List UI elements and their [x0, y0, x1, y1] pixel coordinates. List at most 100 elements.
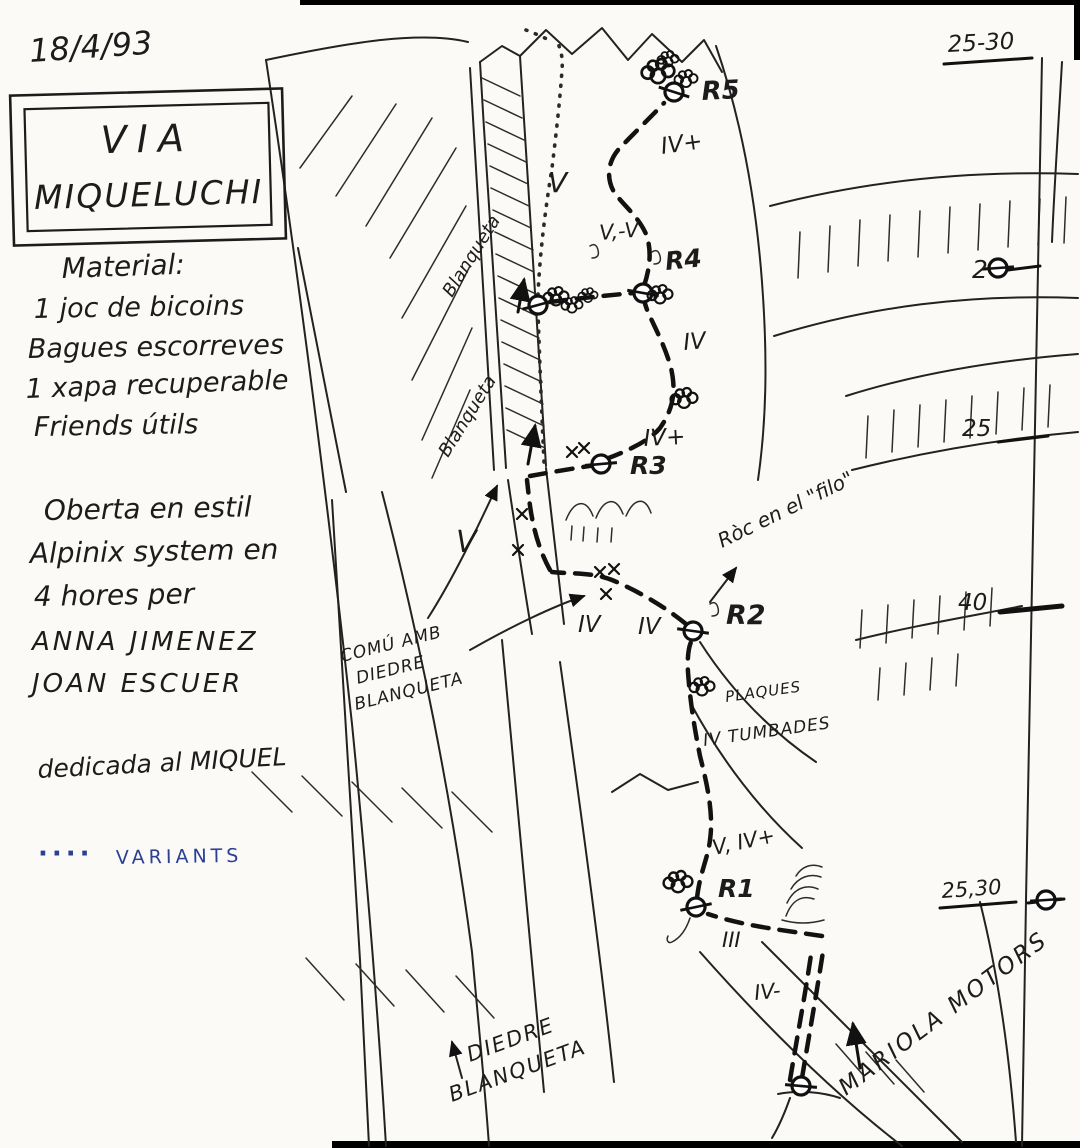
route-pitch3: [603, 293, 676, 462]
summit-jagged-line: [479, 27, 723, 73]
grade-traverse: III: [722, 928, 741, 952]
opening-line: Alpinix system en: [28, 533, 279, 570]
opener-name: ANNA JIMENEZ: [30, 627, 259, 657]
r1-hook-squiggle: [666, 917, 691, 944]
left-face-edge: [265, 59, 387, 1147]
rappel-tick-40: [997, 603, 1065, 615]
grade-p1: V, IV+: [710, 823, 777, 860]
variant-dihedral-lower: [536, 310, 546, 464]
rappel-mid: 25: [962, 416, 991, 442]
opener-name: JOAN ESCUER: [27, 669, 243, 699]
scan-edge-bottom: [332, 1141, 1080, 1148]
scan-edge-right: [1074, 0, 1080, 60]
belay-label-r4: R4: [664, 243, 703, 276]
route-pitch2-traverse: [549, 569, 689, 627]
opening-line: Oberta en estil: [44, 490, 253, 527]
title-box: VIA MIQUELUCHI: [8, 87, 288, 247]
blanqueta-upper-arrow: [509, 277, 531, 314]
anchor-icon-r2: [674, 618, 712, 644]
plaques-label: PLAQUES: [724, 677, 802, 705]
right-slab-hatch: [859, 587, 993, 701]
mid-right-band-hatch: [865, 384, 1051, 459]
material-item: 1 xapa recuperable: [25, 365, 289, 405]
opening-notes: Oberta en estil Alpinix system en 4 hore…: [27, 490, 279, 699]
grade-p3: IV: [682, 328, 709, 356]
comu-arrow-1: [427, 484, 498, 619]
scan-edges: [300, 0, 1080, 1148]
r1-pillar-arcs: [781, 864, 825, 924]
diedre-bottom-arrow: [449, 1040, 463, 1079]
right-rib: [715, 45, 767, 481]
belay-label-r2: R2: [726, 600, 766, 631]
variant-dihedral-upper: [536, 38, 565, 297]
title-box-inner: [23, 101, 273, 233]
route-pitch4: [606, 100, 667, 289]
roc-filo-arrow: [709, 566, 738, 603]
rappel-top: 25-30: [947, 29, 1015, 58]
piton-x-icon: [577, 441, 591, 455]
material-item: Bagues escorreves: [28, 330, 285, 365]
title-box-outer: [8, 87, 288, 247]
bottom-right-hatch: [835, 1043, 925, 1093]
belay-label-r1: R1: [718, 874, 755, 903]
left-face-top: [265, 36, 469, 61]
scan-edge-top: [300, 0, 1080, 5]
lower-left-curves: [331, 491, 615, 1147]
vegetation-icon: [662, 869, 694, 894]
mid-right-band: [845, 353, 1079, 471]
arrows: [427, 277, 867, 1079]
lower-left-hatch: [251, 771, 495, 1019]
roc-filo-label: Ròc en el "filo": [714, 466, 858, 553]
grade-labels: IV+ V V,-V IV IV+ V IV IV V, IV+ III IV-: [456, 128, 782, 1005]
title-line2: MIQUELUCHI: [34, 172, 264, 217]
bottom-right-lines: [699, 901, 1017, 1147]
grade-start: IV-: [753, 978, 782, 1005]
route-pitch1: [685, 637, 714, 901]
grade-dihedral: V: [548, 166, 569, 199]
right-arete-edge: [1021, 57, 1063, 1147]
upper-right-band: [769, 172, 1079, 337]
variants-legend: ···· VARIANTS: [38, 839, 243, 869]
grade-p4: V,-V: [598, 217, 641, 245]
belay-label-r5: R5: [701, 75, 741, 107]
belay-labels: R5 R4 R3 R2 R1: [630, 75, 766, 903]
title-line1: VIA: [100, 116, 194, 162]
blanqueta-lower-arrow: [520, 423, 542, 466]
dedication: dedicada al MIQUEL: [37, 742, 287, 784]
variant-summit: [524, 28, 554, 44]
variants-label: VARIANTS: [116, 845, 243, 869]
rappel-tick-marks: [938, 56, 1066, 910]
slab-right-of-r2: [689, 641, 817, 849]
piton-hook-icon: [589, 243, 720, 617]
piton-x-icon: [599, 587, 613, 601]
opening-line: 4 hores per: [34, 577, 196, 613]
left-face-hatch-upper: [299, 95, 473, 479]
upper-right-band-hatch: [797, 196, 1067, 279]
comu-label: COMÚ AMB DIEDRE BLANQUETA: [338, 620, 466, 714]
belay-label-r3: R3: [630, 451, 667, 480]
rock-linework: [251, 27, 1079, 1147]
piton-x-icon: [565, 445, 579, 459]
corner-below-r3: [507, 467, 565, 635]
piton-x-icon: [607, 562, 621, 576]
route-traverse-iii: [705, 911, 825, 939]
left-face-mid-line: [297, 247, 347, 493]
anchor-icon-rappel-lower: [1027, 888, 1065, 912]
comu-arrow-2: [469, 593, 586, 651]
route-lines: [524, 28, 827, 1083]
plaques-grade-label: IV TUMBADES: [702, 713, 832, 751]
grade-r2-b: IV: [638, 614, 663, 640]
vegetation-icon: [688, 675, 716, 697]
vegetation: [542, 50, 716, 894]
grade-r2-a: IV: [578, 612, 603, 638]
grade-r3-exit: IV+: [643, 424, 686, 452]
ground-line: [771, 1090, 841, 1139]
route-corner-v: [524, 477, 553, 573]
rappel-labels: 25-30 2 25 40 25,30: [941, 29, 1015, 903]
variants-dots: ····: [38, 839, 94, 869]
vegetation-icon: [673, 69, 699, 89]
grade-exit: IV+: [659, 128, 704, 160]
rappel-upper: 2: [972, 255, 988, 284]
grade-corner: V: [456, 525, 479, 560]
